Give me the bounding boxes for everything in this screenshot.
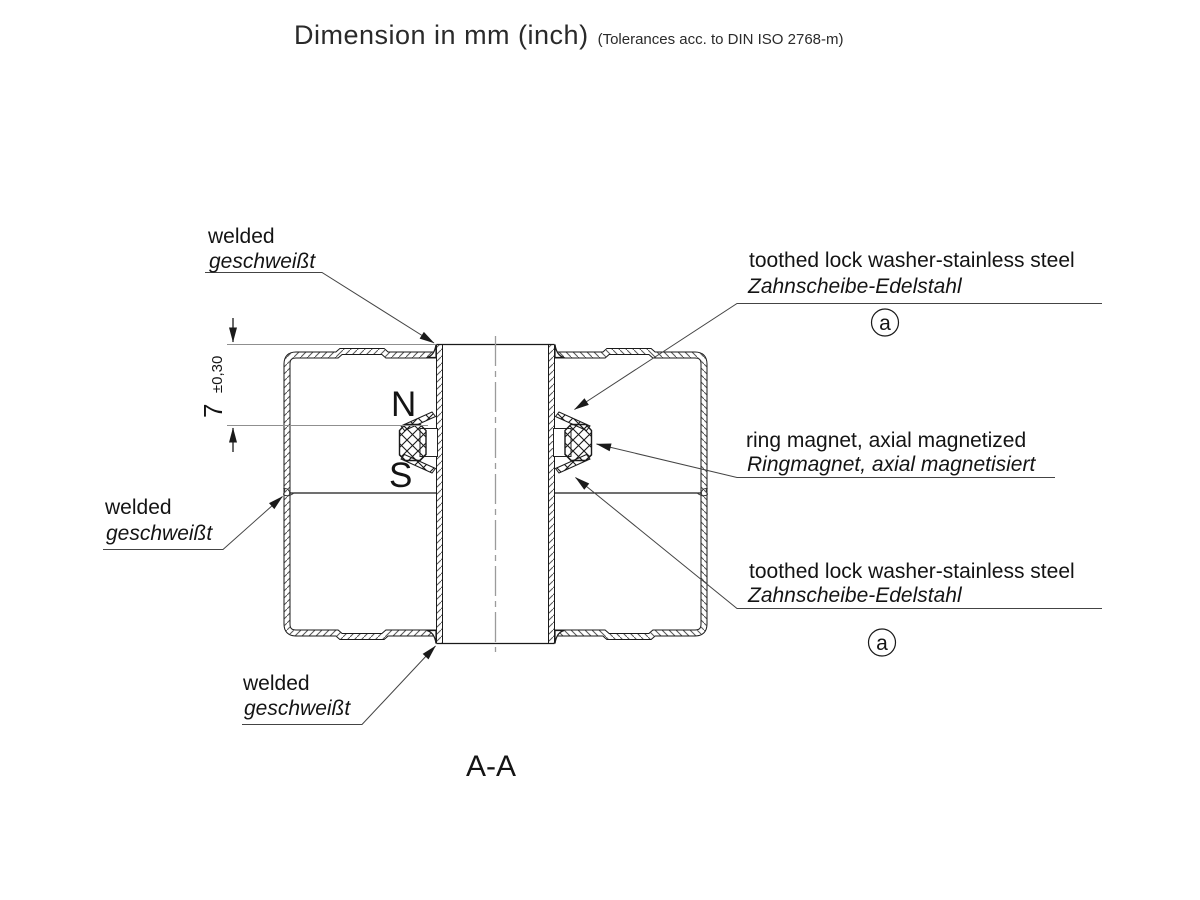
callout-text-de: Zahnscheibe-Edelstahl — [747, 275, 963, 298]
callout-text-de: geschweißt — [209, 250, 316, 273]
callout-washer-top: toothed lock washer-stainless steel Zahn… — [747, 249, 1075, 298]
callout-welded-top: welded geschweißt — [207, 225, 316, 273]
title-text: Dimension in mm (inch) — [294, 20, 589, 50]
balloon-label: a — [876, 632, 888, 655]
callout-ring-magnet: ring magnet, axial magnetized Ringmagnet… — [746, 429, 1036, 476]
callout-text-en: welded — [207, 225, 275, 248]
callout-text-en: welded — [242, 672, 310, 695]
leader-washer-bottom — [575, 477, 1102, 609]
dimension-7: 7 ±0,30 — [198, 318, 237, 452]
leader-washer-top — [574, 303, 1102, 410]
callout-text-en: ring magnet, axial magnetized — [746, 429, 1026, 452]
tolerance-note: (Tolerances acc. to DIN ISO 2768-m) — [597, 31, 844, 48]
pole-north-label: N — [391, 385, 416, 424]
magnet-assembly-right — [552, 411, 593, 474]
balloon-label: a — [879, 312, 891, 335]
weld-fillets-left — [426, 343, 437, 645]
leader-ring-magnet — [596, 443, 1055, 478]
section-label: A-A — [466, 750, 516, 783]
callout-text-en: welded — [104, 496, 172, 519]
balloon-a-bottom: a — [867, 628, 897, 657]
callout-text-de: Zahnscheibe-Edelstahl — [747, 584, 963, 607]
callout-welded-bottom: welded geschweißt — [242, 672, 351, 720]
balloon-a-top: a — [870, 308, 900, 337]
vessel-shell-right-wall — [555, 352, 704, 637]
dimension-text: 7 ±0,30 — [198, 356, 228, 418]
weld-seam-left — [282, 487, 438, 497]
leader-welded-left — [103, 496, 283, 550]
callout-washer-bottom: toothed lock washer-stainless steel Zahn… — [747, 560, 1075, 607]
callout-text-de: geschweißt — [244, 697, 351, 720]
callout-welded-left: welded geschweißt — [104, 496, 213, 545]
callout-text-en: toothed lock washer-stainless steel — [749, 249, 1075, 272]
callout-text-de: geschweißt — [106, 522, 213, 545]
leader-welded-top — [205, 272, 435, 344]
weld-fillets-right — [554, 343, 565, 645]
pole-south-label: S — [389, 456, 412, 495]
callout-text-de: Ringmagnet, axial magnetisiert — [747, 453, 1036, 476]
drawing-title: Dimension in mm (inch) (Tolerances acc. t… — [294, 20, 844, 51]
leader-welded-bottom — [242, 645, 436, 725]
callout-text-en: toothed lock washer-stainless steel — [749, 560, 1075, 583]
weld-seam-right — [553, 487, 709, 497]
